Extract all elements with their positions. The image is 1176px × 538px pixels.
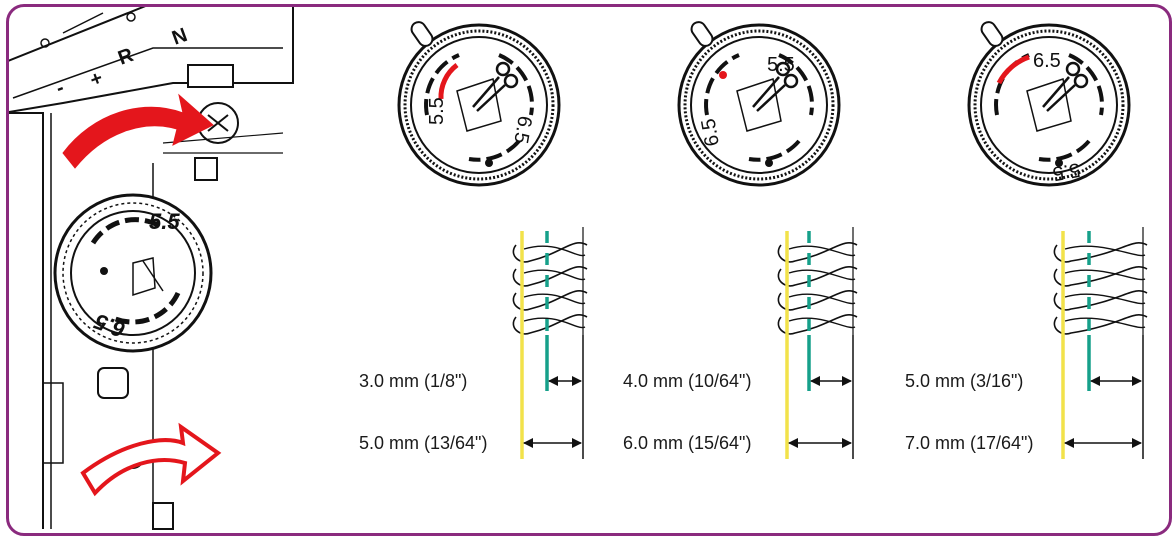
fabric-icon (736, 78, 782, 132)
illustration-frame: R N + - 5.5 6.5 (6, 4, 1172, 536)
dial-value-a: 6.5 (697, 117, 723, 148)
diagram-canvas: R N + - 5.5 6.5 (9, 7, 1148, 530)
stitch-width-label: 7.0 mm (17/64") (905, 433, 1033, 453)
needle-distance-label: 3.0 mm (1/8") (359, 371, 467, 391)
needle-distance-label: 5.0 mm (3/16") (905, 371, 1023, 391)
overlock-stitch-3 (1053, 227, 1148, 459)
setting-panel-3: 6.5 5.5 5.0 mm (3/16") 7.0 mm (17/64") (905, 21, 1148, 459)
fabric-icon (456, 78, 502, 132)
dial-index-mark (980, 21, 1004, 47)
dial-index-mark (410, 21, 434, 47)
dial-value-b: 5.5 (767, 54, 795, 76)
dial-value-b: 6.5 (509, 114, 535, 145)
dial-value-b: 5.5 (1051, 158, 1082, 184)
knob-value-top: 5.5 (149, 209, 180, 234)
dial-value-a: 6.5 (1033, 50, 1061, 72)
rotate-arrow-top (62, 93, 214, 169)
panels: 5.56.53.0 mm (1/8")5.0 mm (13/64")6.55.5… (359, 21, 1148, 459)
needle-distance-label: 4.0 mm (10/64") (623, 371, 751, 391)
stitch-width-label: 5.0 mm (13/64") (359, 433, 487, 453)
panel-mark-n: N (169, 24, 190, 50)
setting-panel-1: 5.5 6.5 3.0 mm (1/8") 5.0 mm (13/64") (359, 21, 588, 459)
scissors-icon (752, 61, 799, 112)
dial-red-arc (438, 62, 459, 100)
dial-2: 6.5 5.5 (677, 21, 841, 187)
dial-red-arc (996, 54, 1030, 85)
stitch-width-label: 6.0 mm (15/64") (623, 433, 751, 453)
dial-3: 6.5 5.5 (967, 21, 1131, 187)
scissors-icon (1042, 61, 1089, 112)
rotate-arrow-bottom (80, 422, 222, 497)
overlock-stitch-1 (512, 227, 588, 459)
scissors-icon (472, 61, 519, 112)
dial-1: 5.5 6.5 (397, 21, 561, 187)
machine-illustration: R N + - 5.5 6.5 (9, 7, 294, 530)
dial-value-a: 5.5 (426, 97, 448, 125)
setting-panel-2: 6.5 5.5 4.0 mm (10/64") 6.0 mm (15/64") (623, 21, 858, 459)
differential-feed-knob: 5.5 6.5 (53, 193, 213, 353)
dial-index-mark (690, 21, 714, 47)
dial-red-dot (719, 71, 727, 79)
fabric-icon (1026, 78, 1072, 132)
overlock-stitch-2 (777, 227, 858, 459)
